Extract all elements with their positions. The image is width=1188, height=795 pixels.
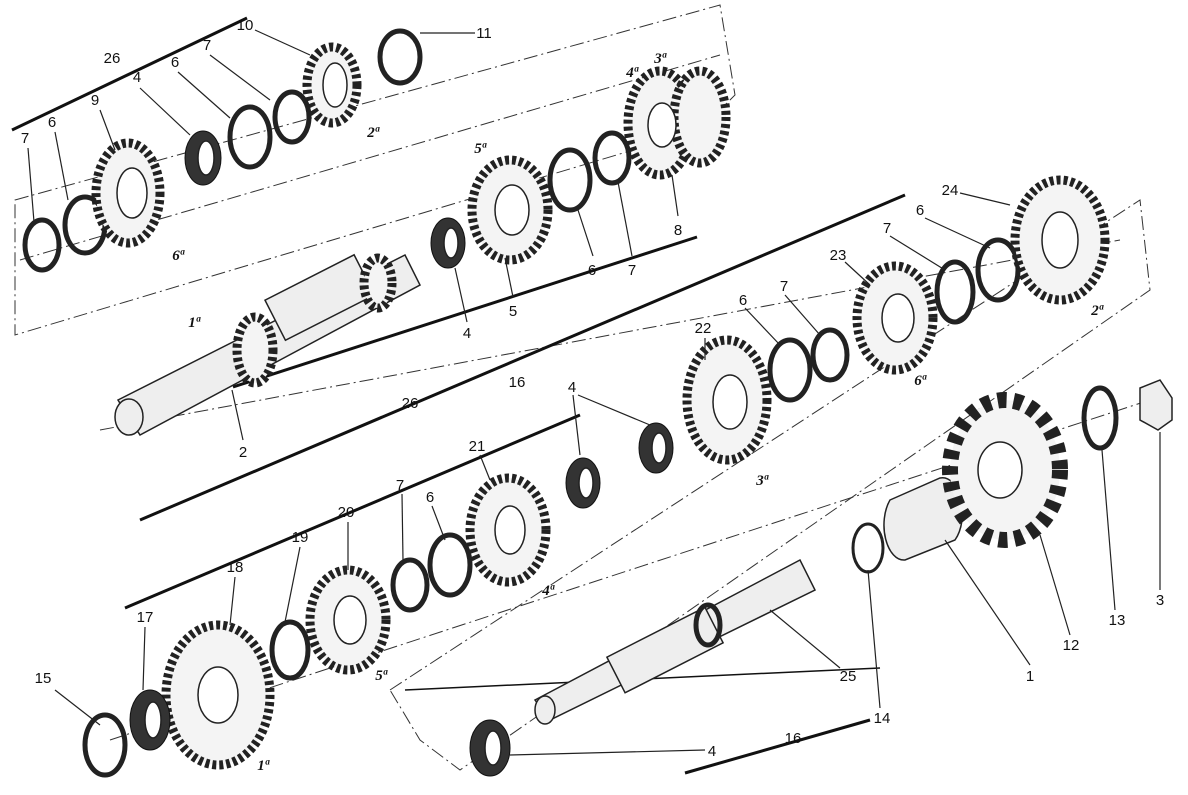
callout: 24 (942, 182, 959, 199)
gear-mark: 3ª (653, 51, 667, 67)
axis-line (99, 239, 1121, 431)
callout: 8 (674, 222, 682, 239)
callout: 1 (1026, 668, 1034, 685)
callout: 12 (1063, 637, 1080, 654)
gear-mark: 2ª (366, 125, 380, 141)
callout: 7 (883, 220, 891, 237)
gear-mark: 3ª (755, 473, 769, 489)
callout: 22 (695, 320, 712, 337)
callout: 14 (874, 710, 891, 727)
callout: 4 (133, 69, 141, 86)
gear-mark: 5ª (474, 141, 487, 157)
callout: 9 (91, 92, 99, 109)
gear-mark: 6ª (914, 373, 927, 389)
callout: 26 (104, 50, 121, 67)
gear-mark: 5ª (375, 668, 388, 684)
callout: 25 (840, 668, 857, 685)
callout: 6 (916, 202, 924, 219)
callout: 2 (239, 444, 247, 461)
callout: 6 (426, 489, 434, 506)
group-bracket-16-bottom (684, 718, 871, 775)
axis-line (109, 399, 1151, 741)
callout: 7 (21, 130, 29, 147)
callout: 6 (48, 114, 56, 131)
gear-mark: 2ª (1090, 303, 1104, 319)
callout: 7 (396, 477, 404, 494)
callout: 21 (469, 438, 486, 455)
group-bracket-16 (139, 193, 906, 522)
callout: 16 (785, 730, 802, 747)
callout: 17 (137, 609, 154, 626)
callout: 11 (476, 25, 492, 42)
gear-mark: 4ª (625, 65, 639, 81)
callout: 4 (568, 379, 576, 396)
leader-lines (27, 29, 1161, 756)
group-bracket-26-top (11, 16, 248, 132)
callout: 13 (1109, 612, 1126, 629)
gear-mark: 4ª (541, 583, 555, 599)
callout: 23 (830, 247, 847, 264)
gear-mark: 6ª (172, 248, 185, 264)
callout: 3 (1156, 592, 1164, 609)
output-shaft-parts (469, 379, 1173, 777)
callout: 20 (338, 504, 355, 521)
callout: 26 (402, 395, 419, 412)
gear-mark: 1ª (257, 758, 270, 774)
gear-marks: 2ª 6ª 5ª 4ª 3ª 1ª 2ª 6ª 3ª 4ª 5ª 1ª (172, 51, 1104, 774)
callout-labels: 26 10 11 7 6 4 9 6 7 4 5 6 7 8 24 6 7 23… (21, 17, 1164, 760)
gear-mark: 1ª (188, 315, 201, 331)
callout: 7 (628, 262, 636, 279)
callout: 10 (237, 17, 254, 34)
callout: 5 (509, 303, 517, 320)
primary-shaft-parts (22, 28, 731, 436)
callout: 6 (588, 262, 596, 279)
callout: 6 (171, 54, 179, 71)
callout: 7 (780, 278, 788, 295)
callout: 18 (227, 559, 244, 576)
callout: 4 (708, 743, 716, 760)
group-bracket-lower (124, 413, 581, 610)
layshaft-parts (82, 175, 1110, 778)
callout: 4 (463, 325, 471, 342)
callout: 19 (292, 529, 309, 546)
nut (1139, 379, 1173, 431)
callout: 16 (509, 374, 526, 391)
callout: 15 (35, 670, 52, 687)
callout: 7 (203, 37, 211, 54)
callout: 6 (739, 292, 747, 309)
